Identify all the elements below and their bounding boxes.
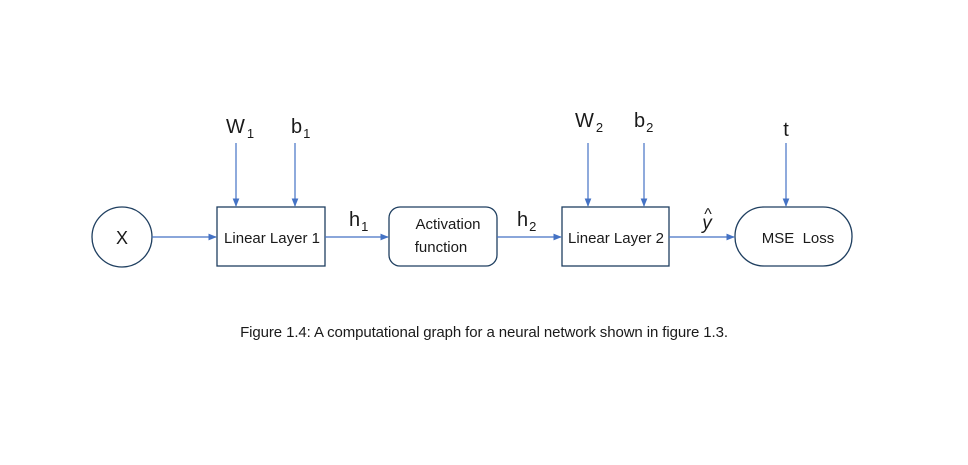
- b2-label: b2: [634, 110, 653, 135]
- linear-layer-1-box: [216, 206, 326, 267]
- h1-label-subscript: 1: [361, 219, 368, 234]
- linear-layer-2-node: Linear Layer 2: [561, 206, 670, 267]
- mse-loss-node: MSE Loss: [734, 206, 853, 267]
- linear-layer-1-node: Linear Layer 1: [216, 206, 326, 267]
- mse-loss-box: [734, 206, 853, 267]
- h2-label-subscript: 2: [529, 219, 536, 234]
- b1-label: b1: [291, 116, 310, 141]
- w2-label-subscript: 2: [596, 120, 603, 135]
- y-hat-label-accent: ^: [704, 206, 712, 223]
- b2-label-base: b: [634, 110, 645, 132]
- y-hat-label-base: y: [700, 213, 713, 234]
- mse-loss-label: MSE Loss: [762, 230, 835, 247]
- h1-label: h1: [349, 209, 368, 234]
- h2-label-base: h: [517, 209, 528, 231]
- input-node-label: X: [116, 228, 128, 248]
- linear-layer-2-label: Linear Layer 2: [568, 230, 664, 247]
- b1-label-subscript: 1: [303, 126, 310, 141]
- t-label: t: [783, 119, 789, 141]
- activation-function-label-line2: function: [415, 239, 468, 256]
- linear-layer-1-label: Linear Layer 1: [224, 230, 320, 247]
- figure-caption: Figure 1.4: A computational graph for a …: [240, 324, 728, 341]
- w2-label-base: W: [575, 110, 594, 132]
- y-hat-label: ^ y: [700, 206, 713, 234]
- w1-label-base: W: [226, 116, 245, 138]
- input-node: X: [91, 206, 153, 268]
- w1-label-subscript: 1: [247, 126, 254, 141]
- b1-label-base: b: [291, 116, 302, 138]
- h2-label: h2: [517, 209, 536, 234]
- activation-function-label-line1: Activation: [415, 216, 480, 233]
- b2-label-subscript: 2: [646, 120, 653, 135]
- h1-label-base: h: [349, 209, 360, 231]
- activation-function-node: Activation function: [388, 206, 498, 267]
